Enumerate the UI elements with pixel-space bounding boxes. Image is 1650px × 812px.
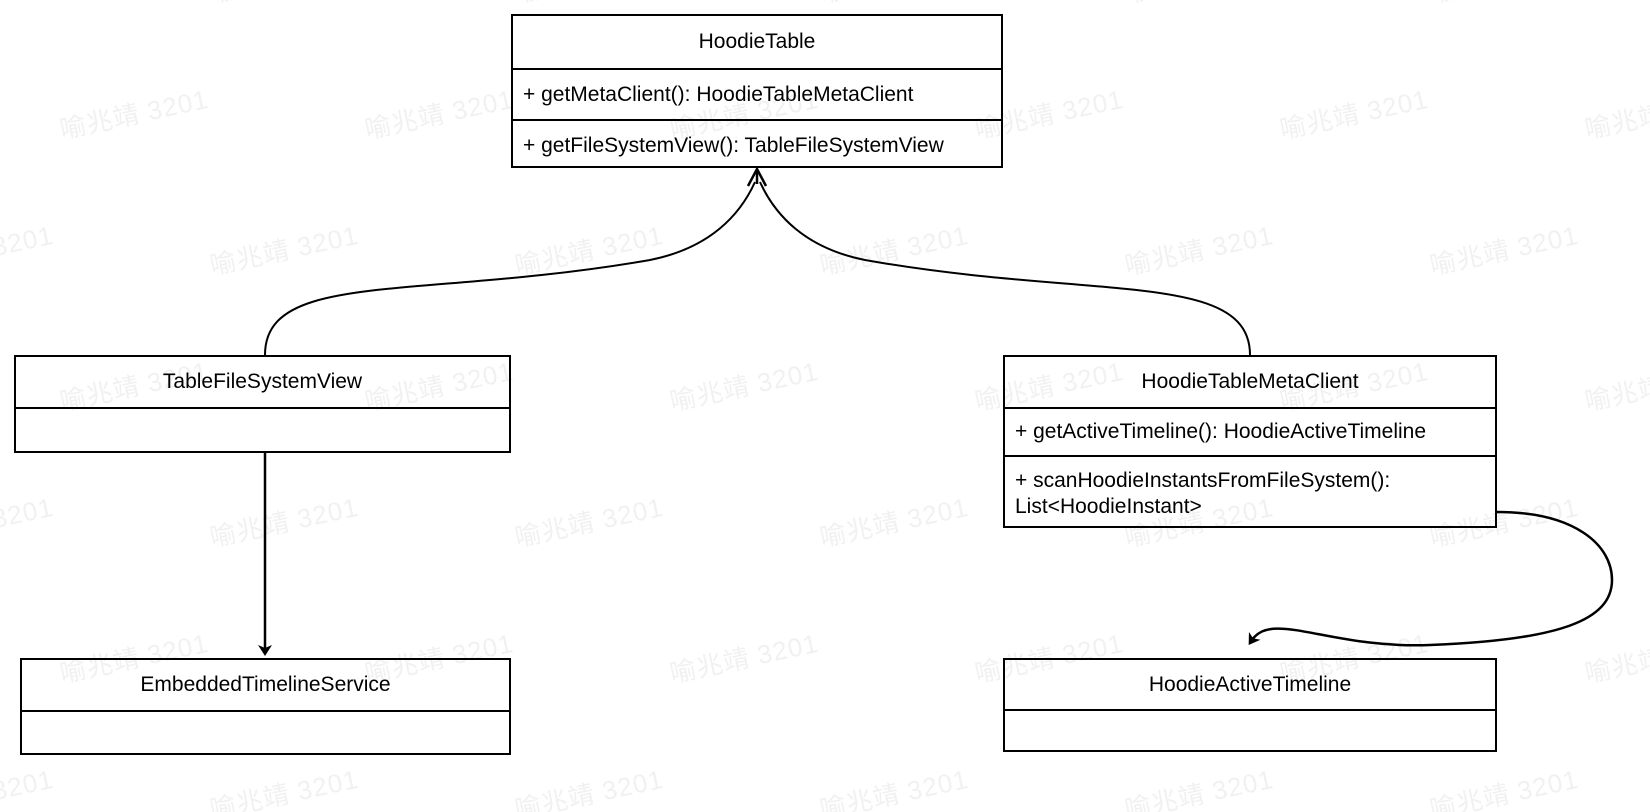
uml-class-name: EmbeddedTimelineService — [140, 673, 391, 697]
uml-compartment-empty — [16, 407, 509, 455]
uml-class-name: HoodieTableMetaClient — [1141, 370, 1359, 394]
uml-class-hoodie-table[interactable]: HoodieTable + getMetaClient(): HoodieTabl… — [511, 14, 1003, 168]
edge-tablefilesystemview-to-hoodietable — [264, 181, 756, 356]
uml-class-name: HoodieTable — [698, 30, 816, 54]
uml-class-table-file-system-view[interactable]: TableFileSystemView — [14, 355, 511, 453]
uml-member-row: + getMetaClient(): HoodieTableMetaClient — [513, 68, 1001, 119]
uml-class-name: TableFileSystemView — [162, 370, 363, 394]
uml-member-line: List<HoodieInstant> — [1015, 494, 1202, 518]
uml-compartment-empty — [22, 710, 509, 757]
uml-member-row: + getActiveTimeline(): HoodieActiveTimel… — [1005, 407, 1495, 455]
uml-compartment-empty — [1005, 709, 1495, 754]
uml-class-hoodie-table-meta-client[interactable]: HoodieTableMetaClient + getActiveTimeline… — [1003, 355, 1497, 528]
uml-class-hoodie-active-timeline[interactable]: HoodieActiveTimeline — [1003, 658, 1497, 752]
edge-metaclient-to-activetimeline — [1248, 510, 1614, 647]
uml-class-name: HoodieActiveTimeline — [1148, 672, 1352, 696]
uml-member-line: + scanHoodieInstantsFromFileSystem(): — [1015, 468, 1391, 492]
uml-class-embedded-timeline-service[interactable]: EmbeddedTimelineService — [20, 658, 511, 755]
edge-metaclient-to-hoodietable — [759, 181, 1251, 356]
uml-member-row: + getFileSystemView(): TableFileSystemVi… — [513, 119, 1001, 170]
uml-member-row: + scanHoodieInstantsFromFileSystem():Lis… — [1005, 455, 1495, 530]
